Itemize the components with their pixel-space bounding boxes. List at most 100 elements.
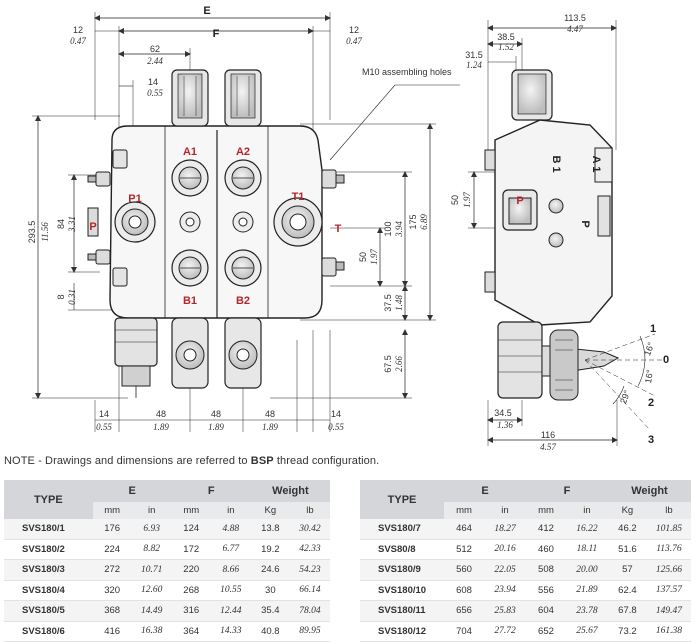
header-e: E <box>444 480 527 502</box>
f-in-cell: 21.89 <box>565 580 608 601</box>
kg-cell: 62.4 <box>607 580 647 601</box>
header-e: E <box>92 480 172 502</box>
side-view <box>468 20 665 446</box>
dim-bottom-1-in: 0.55 <box>96 422 112 432</box>
dim-385: 38.5 <box>497 32 515 42</box>
kg-cell: 73.2 <box>607 621 647 642</box>
dim-14-in: 0.55 <box>147 88 163 98</box>
f-mm-cell: 364 <box>171 621 211 642</box>
dim-1135: 113.5 <box>564 13 586 23</box>
side-dim-50-in: 1.97 <box>462 192 472 208</box>
f-mm-cell: 220 <box>171 559 211 581</box>
angle-16-bottom: 16° <box>643 369 655 385</box>
type-cell: SVS180/12 <box>360 621 445 642</box>
header-f: F <box>171 480 251 502</box>
dim-100-in: 3.94 <box>394 221 404 238</box>
e-mm-cell: 272 <box>92 559 132 581</box>
dim-8: 8 <box>56 294 66 299</box>
m10-label: M10 assembling holes <box>362 67 452 77</box>
unit-kg: Kg <box>250 502 290 519</box>
f-mm-cell: 604 <box>526 600 566 622</box>
dim-175-in: 6.89 <box>419 214 429 230</box>
dim-84-in: 3.31 <box>67 216 77 233</box>
dim-100: 100 <box>383 221 393 236</box>
kg-cell: 30 <box>250 580 290 601</box>
unit-lb: lb <box>646 502 691 519</box>
dim-62-in: 2.44 <box>147 56 163 66</box>
e-in-cell: 18.27 <box>483 519 527 540</box>
header-f: F <box>526 480 608 502</box>
f-in-cell: 18.11 <box>565 539 608 560</box>
f-mm-cell: 268 <box>171 580 211 601</box>
dim-175: 175 <box>408 214 418 229</box>
dim-bottom-4: 48 <box>265 409 275 419</box>
header-type: TYPE <box>4 480 93 519</box>
dim-12-left: 12 <box>73 25 83 35</box>
type-cell: SVS180/10 <box>360 580 445 601</box>
lb-cell: 89.95 <box>289 621 330 642</box>
e-in-cell: 22.05 <box>483 559 527 581</box>
dim-2935: 293.5 <box>27 221 37 244</box>
e-mm-cell: 608 <box>444 580 484 601</box>
unit-e-in: in <box>483 502 527 519</box>
lb-cell: 54.23 <box>289 559 330 581</box>
type-cell: SVS180/3 <box>4 559 93 581</box>
port-b2: B2 <box>236 295 250 307</box>
port-a1: A1 <box>183 146 197 158</box>
f-in-cell: 4.88 <box>210 519 251 540</box>
dim-50: 50 <box>358 252 368 262</box>
dim-375-in: 1.48 <box>394 295 404 311</box>
f-mm-cell: 508 <box>526 559 566 581</box>
f-mm-cell: 556 <box>526 580 566 601</box>
dim-116: 116 <box>541 430 555 440</box>
e-in-cell: 25.83 <box>483 600 527 622</box>
f-in-cell: 14.33 <box>210 621 251 642</box>
unit-e-in: in <box>131 502 172 519</box>
unit-lb: lb <box>289 502 330 519</box>
unit-kg: Kg <box>607 502 647 519</box>
side-dim-50: 50 <box>450 195 460 205</box>
kg-cell: 24.6 <box>250 559 290 581</box>
f-mm-cell: 316 <box>171 600 211 622</box>
e-mm-cell: 464 <box>444 519 484 540</box>
dim-8-in: 0.31 <box>67 289 77 305</box>
dim-bottom-3-in: 1.89 <box>208 422 224 432</box>
lb-cell: 66.14 <box>289 580 330 601</box>
unit-f-mm: mm <box>526 502 566 519</box>
dim-345: 34.5 <box>494 408 512 418</box>
side-label-a1: A 1 <box>590 156 602 173</box>
f-in-cell: 6.77 <box>210 539 251 560</box>
lever-pos-3: 3 <box>648 434 654 446</box>
dim-116-in: 4.57 <box>540 442 556 450</box>
dim-bottom-3: 48 <box>211 409 221 419</box>
note-suffix: thread configuration. <box>273 455 380 467</box>
side-label-p: P <box>579 220 591 227</box>
f-mm-cell: 172 <box>171 539 211 560</box>
lb-cell: 42.33 <box>289 539 330 560</box>
dim-50-in: 1.97 <box>369 249 379 265</box>
lb-cell: 125.66 <box>646 559 691 581</box>
e-in-cell: 12.60 <box>131 580 172 601</box>
f-in-cell: 20.00 <box>565 559 608 581</box>
technical-drawing: E F 12 0.47 12 0.47 62 2.44 14 0.55 M10 … <box>27 5 669 450</box>
e-in-cell: 14.49 <box>131 600 172 622</box>
dim-1135-in: 4.47 <box>567 24 583 34</box>
side-label-b1: B 1 <box>550 155 562 172</box>
unit-f-in: in <box>565 502 608 519</box>
dim-14: 14 <box>148 77 158 87</box>
lb-cell: 137.57 <box>646 580 691 601</box>
f-in-cell: 10.55 <box>210 580 251 601</box>
type-cell: SVS180/2 <box>4 539 93 560</box>
kg-cell: 46.2 <box>607 519 647 540</box>
port-p1: P1 <box>128 193 141 205</box>
e-mm-cell: 416 <box>92 621 132 642</box>
